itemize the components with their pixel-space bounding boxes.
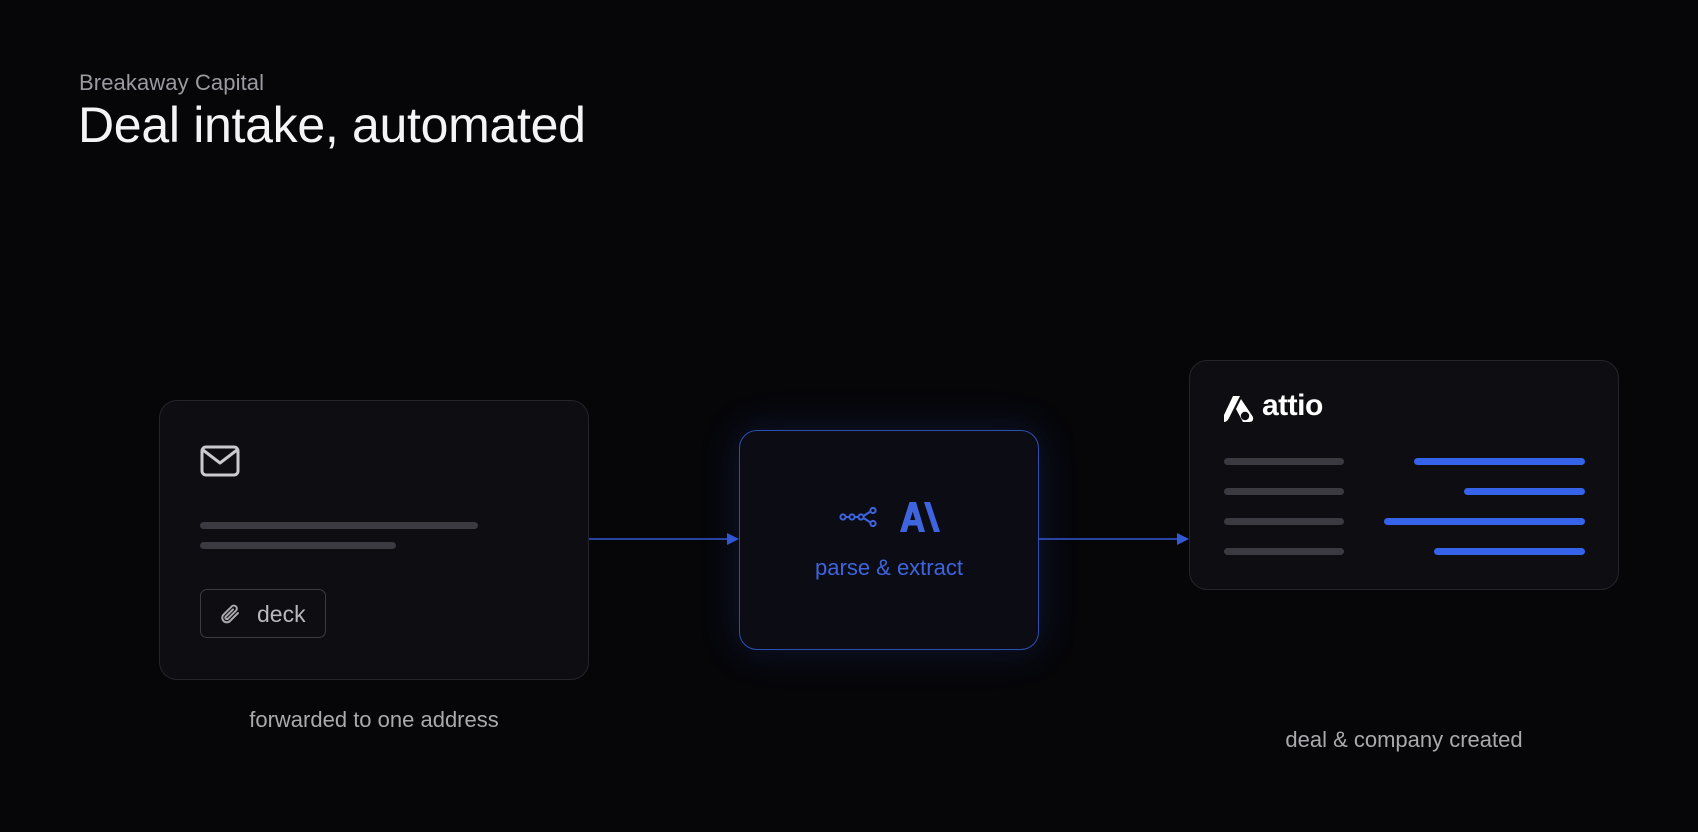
attachment-chip: deck <box>200 589 326 638</box>
mail-icon <box>200 445 240 477</box>
arrow-email-to-ai <box>589 533 739 545</box>
record-field-value <box>1414 458 1585 465</box>
email-card: deck <box>159 400 589 680</box>
crm-card: attio <box>1189 360 1619 590</box>
attio-wordmark: attio <box>1262 389 1323 422</box>
anthropic-logo <box>900 502 940 532</box>
attachment-label: deck <box>257 601 306 627</box>
crm-caption: deal & company created <box>1285 727 1523 752</box>
record-field-key <box>1224 548 1344 555</box>
record-field-value <box>1464 488 1585 495</box>
ai-card-label: parse & extract <box>815 555 963 580</box>
email-line-1 <box>200 522 478 529</box>
paperclip-icon <box>221 604 239 624</box>
attio-logo <box>1224 396 1254 422</box>
record-field-key <box>1224 518 1344 525</box>
arrow-ai-to-crm <box>1039 533 1189 545</box>
record-field-value <box>1434 548 1585 555</box>
ai-card: parse & extract <box>739 430 1039 650</box>
email-caption: forwarded to one address <box>249 707 499 732</box>
record-field-key <box>1224 488 1344 495</box>
workflow-icon <box>839 507 877 527</box>
company-name: Breakaway Capital <box>79 70 265 95</box>
email-line-2 <box>200 542 396 549</box>
record-field-value <box>1384 518 1585 525</box>
record-field-key <box>1224 458 1344 465</box>
page-title: Deal intake, automated <box>78 97 586 153</box>
